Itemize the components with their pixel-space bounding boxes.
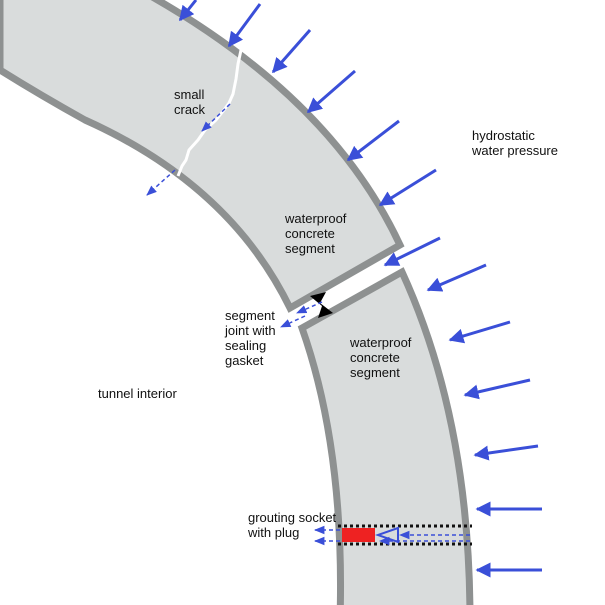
hydrostatic-label-line: water pressure	[472, 143, 558, 158]
upper-segment-label-line: segment	[285, 241, 335, 256]
pressure-arrow-icon	[448, 320, 511, 344]
sealing-gasket-icon	[310, 292, 333, 318]
lower-concrete-segment	[297, 267, 474, 605]
grouting-label-line: with plug	[248, 525, 300, 540]
joint-leak-arrows	[280, 301, 323, 328]
pressure-arrow-icon	[227, 3, 262, 48]
upper-segment-label-line: concrete	[285, 226, 335, 241]
pressure-arrow-icon	[383, 236, 441, 267]
segment-joint-label-line: gasket	[225, 353, 264, 368]
pressure-arrow-icon	[306, 69, 356, 114]
pressure-arrow-icon	[378, 168, 437, 207]
upper-segment-label: waterproof concrete segment	[285, 211, 346, 256]
pressure-arrow-icon	[178, 0, 198, 22]
segment-joint-label-line: segment	[225, 308, 275, 323]
dashed-leak-arrow-icon	[146, 169, 176, 196]
grouting-socket-label: grouting socket with plug	[248, 510, 336, 540]
hydrostatic-label-line: hydrostatic	[472, 128, 535, 143]
tunnel-interior-label-text: tunnel interior	[98, 386, 177, 401]
pressure-arrow-icon	[426, 263, 487, 292]
segment-joint-label: segment joint with sealing gasket	[225, 308, 276, 368]
upper-segment-label-line: waterproof	[285, 211, 347, 226]
lower-segment-label-line: waterproof	[350, 335, 412, 350]
lower-segment-label-line: concrete	[350, 350, 400, 365]
dashed-leak-arrow-icon	[296, 301, 323, 314]
small-crack-label: small crack	[174, 87, 205, 117]
pressure-arrow-icon	[271, 29, 312, 74]
segment-joint-label-line: sealing	[225, 338, 267, 353]
upper-concrete-segment	[0, 0, 405, 313]
small-crack-label-line: small	[174, 87, 205, 102]
lower-segment-label: waterproof concrete segment	[350, 335, 411, 380]
small-crack-label-line: crack	[174, 102, 206, 117]
pressure-arrow-icon	[346, 119, 400, 162]
grouting-label-line: grouting socket	[248, 510, 337, 525]
tunnel-interior-label: tunnel interior	[98, 386, 177, 401]
pressure-arrow-icon	[463, 378, 531, 400]
lower-segment-label-line: segment	[350, 365, 400, 380]
pressure-arrow-icon	[473, 444, 539, 461]
grouting-socket	[338, 524, 472, 546]
dashed-leak-arrow-icon	[280, 315, 306, 328]
hydrostatic-pressure-label: hydrostatic water pressure	[472, 128, 558, 158]
pressure-arrows	[178, 0, 542, 578]
small-crack	[176, 49, 243, 177]
grout-plug-icon	[342, 528, 375, 542]
socket-leak-arrows	[313, 525, 470, 546]
crack-leak-arrows	[146, 103, 231, 196]
segment-joint-label-line: joint with	[225, 323, 276, 338]
